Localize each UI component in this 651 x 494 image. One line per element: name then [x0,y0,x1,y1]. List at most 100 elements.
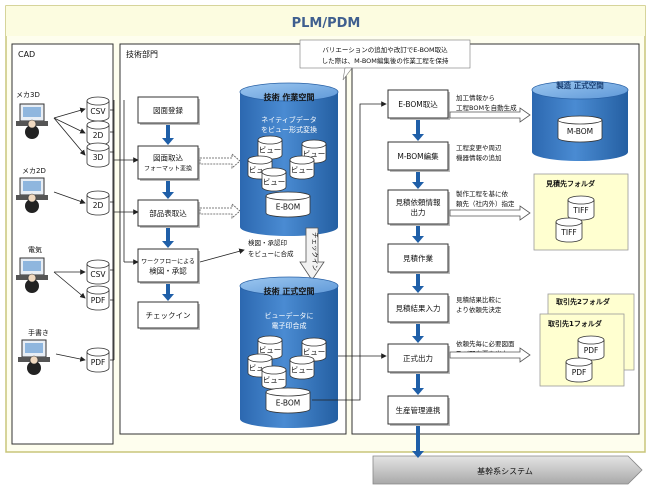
view-doc-icon-label: ビュー [259,346,282,355]
to-vendor-arrow [449,347,531,363]
view-doc-icon-top [261,167,287,177]
eng-step-box [137,248,199,283]
approval-note: をビューに合成 [248,249,294,258]
work-ebom-icon-label: E-BOM [276,203,301,212]
mbom-doc-icon-label: M-BOM [567,127,593,136]
to-mfg-arrow [449,107,531,123]
flow-step-box-text: 見積依頼情報 [396,197,441,207]
plm-title-bar [6,6,645,36]
flow-arrow-head [412,286,424,293]
cad-file-icon [86,146,110,168]
pdf-doc-icon [565,361,593,383]
ebom-import-connector [312,101,387,401]
view-doc-icon-label: ビュー [303,348,326,357]
view-doc-icon-top [261,365,287,375]
flow-step-box-text: M-BOM編集 [397,151,439,161]
work-space-db-body [240,92,338,236]
flow-arrow-head [412,182,424,189]
cad-group-label: メカ3D [16,91,40,99]
eng-step-box [137,301,199,329]
flow-note: 機器情報の追加 [456,153,502,162]
approval-note: 検図・承認印 [248,238,287,247]
to-quote-arrow [449,205,531,221]
view-doc-icon-top [247,353,273,363]
cad-file-icon [86,194,110,216]
core-system-label: 基幹系システム [477,466,533,476]
cad-file-icon-top [86,347,110,357]
flow-step-box [387,243,449,273]
cad-file-icon-label: CSV [90,107,106,116]
tiff-doc-icon-top [567,195,595,205]
to-ebom-arrow [199,203,241,219]
cad-file-icon-top [86,96,110,106]
view-doc-icon-label: ビュー [249,166,272,175]
view-doc-icon-top [301,139,327,149]
official-ebom-icon-top [265,387,311,397]
view-doc-icon-label: ビュー [291,366,314,375]
eng-step-box-text: 図面登録 [153,105,183,115]
checkin-arrow-label: チェックイン [311,232,319,271]
flow-note: 頼先（社内外）指定 [456,199,515,208]
vendor-folder-1-title: 取引先1フォルダ [548,319,602,328]
cad-group-label: 手書き [28,328,49,337]
cad-file-icon-label: 2D [93,131,104,140]
flow-note: 加工情報から [456,93,495,102]
official-ebom-icon [265,391,311,414]
cad-file-icon-top [86,285,110,295]
cad-file-icon-top [86,142,110,152]
cad-file-icon [86,263,110,285]
official-space-subtitle: 電子印合成 [272,321,307,330]
cad-workstation-screen [23,107,41,117]
cad-workstation-user [25,125,39,139]
mbom-doc-icon [557,119,603,143]
pdf-doc-icon-label: PDF [572,368,587,377]
mfg-space-db-top [531,80,629,100]
work-ebom-icon [265,195,311,218]
callout-box [299,39,471,69]
view-doc-icon-label: ビュー [263,376,286,385]
cad-workstation-user [27,361,41,375]
eng-step-box-text: ワークフローによる [141,259,195,266]
quote-folder-title: 見積先フォルダ [545,179,595,188]
view-doc-icon [261,171,287,192]
official-space-db-body [240,286,338,428]
to-workspace-arrow [199,153,241,169]
flow-arrow-head [412,388,424,395]
work-space-subtitle: をビュー形式変換 [261,125,317,134]
cad-link-arrow [53,107,86,119]
flow-note: 依頼先毎に必要図面 [456,339,515,348]
flow-step-box-text: 見積作業 [403,253,433,263]
view-doc-icon-label: ビュー [259,146,282,155]
callout-text: した際は、M-BOM編集後の作業工程を保持 [322,56,449,65]
flow-note: 見積結果比較に [456,295,502,304]
view-doc-icon-top [289,155,315,165]
eng-step-box [137,199,199,227]
cad-file-icon-top [86,120,110,130]
pdf-doc-icon-top [565,357,593,367]
eng-flow-arrow-head [162,138,174,145]
cad-group-label: 電気 [28,245,42,254]
flow-arrow-head [412,236,424,243]
view-doc-icon-label: ビュー [303,150,326,159]
flow-step-box [387,395,449,425]
eng-flow-arrow-head [162,192,174,199]
eng-step-box-text: フォーマット変換 [144,165,192,173]
flow-note: 工程変更や周辺 [456,143,502,152]
to-core-arrow-head [412,451,424,458]
cad-file-icon-top [86,190,110,200]
callout-text: バリエーションの追加や改訂でE-BOM取込 [322,45,448,54]
flow-note: より依頼先決定 [456,305,502,314]
official-ebom-icon-label: E-BOM [276,399,301,408]
cad-file-icon-label: 3D [93,153,104,162]
view-doc-icon-label: ビュー [291,166,314,175]
flow-note: 工程BOMを自動生成 [456,103,517,112]
view-doc-icon-label: ビュー [263,178,286,187]
flow-step-box-text: 正式出力 [403,353,433,363]
cad-workstation-screen [23,181,41,191]
cad-link-arrow [53,191,86,205]
official-space-title: 技術 正式空間 [264,286,315,296]
eng-step-box-text: 検図・承認 [149,266,187,276]
checkin-arrow [299,227,325,281]
view-doc-icon-top [257,335,283,345]
